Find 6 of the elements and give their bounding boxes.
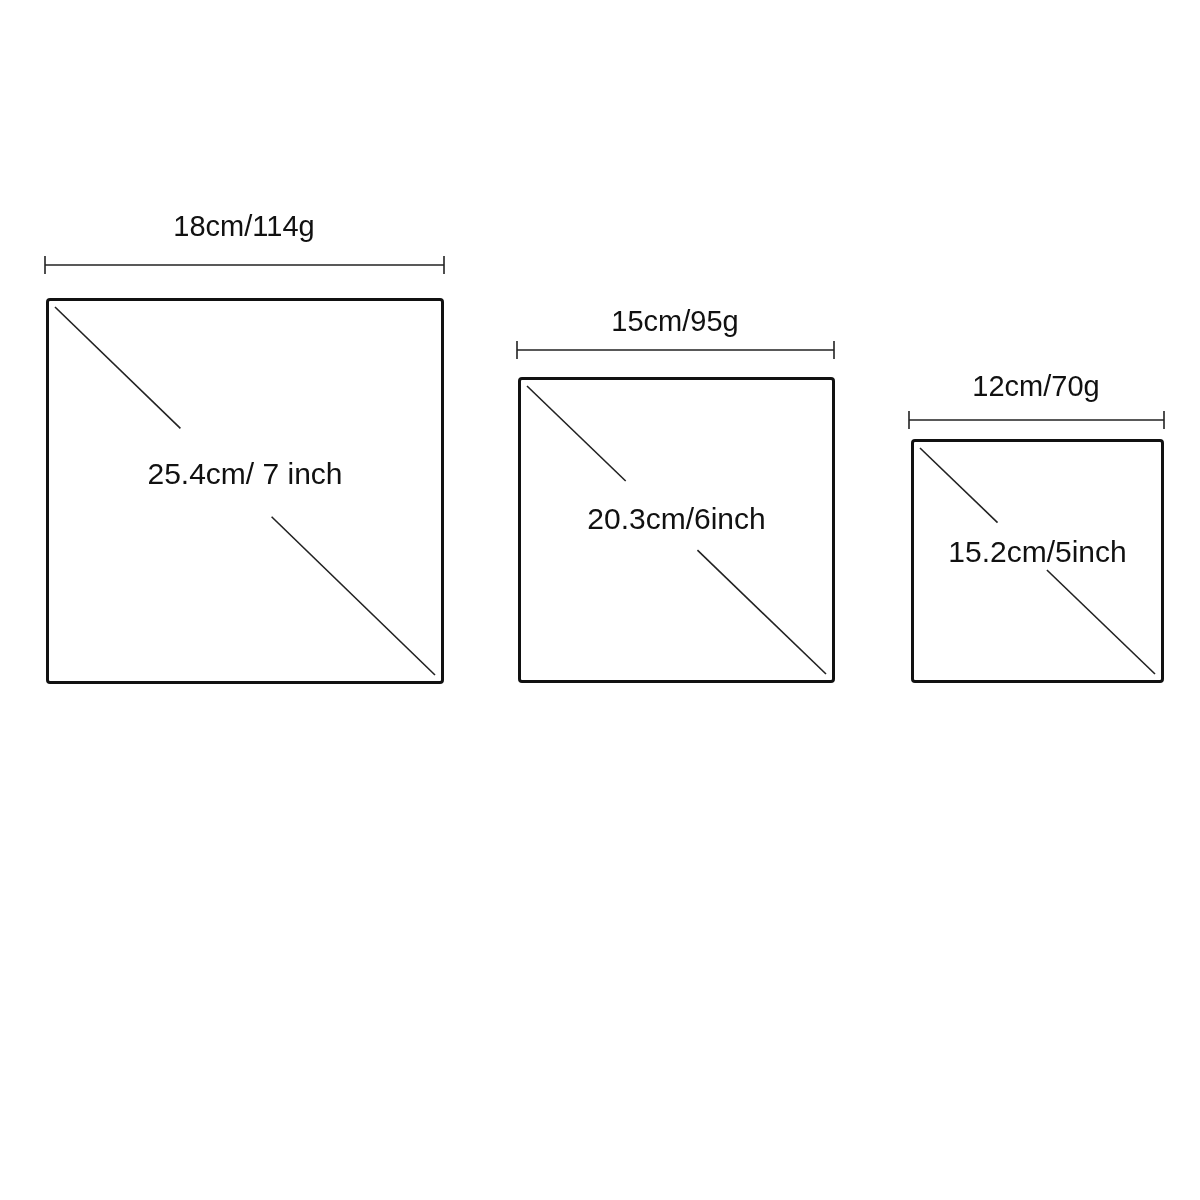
- width-weight-label: 18cm/114g: [173, 210, 315, 243]
- width-weight-label: 15cm/95g: [611, 305, 739, 338]
- diagonal-size-label: 15.2cm/5inch: [948, 535, 1127, 569]
- width-weight-label: 12cm/70g: [972, 370, 1100, 403]
- diagonal-size-label: 25.4cm/ 7 inch: [147, 457, 343, 491]
- diagonal-size-label: 20.3cm/6inch: [587, 502, 766, 536]
